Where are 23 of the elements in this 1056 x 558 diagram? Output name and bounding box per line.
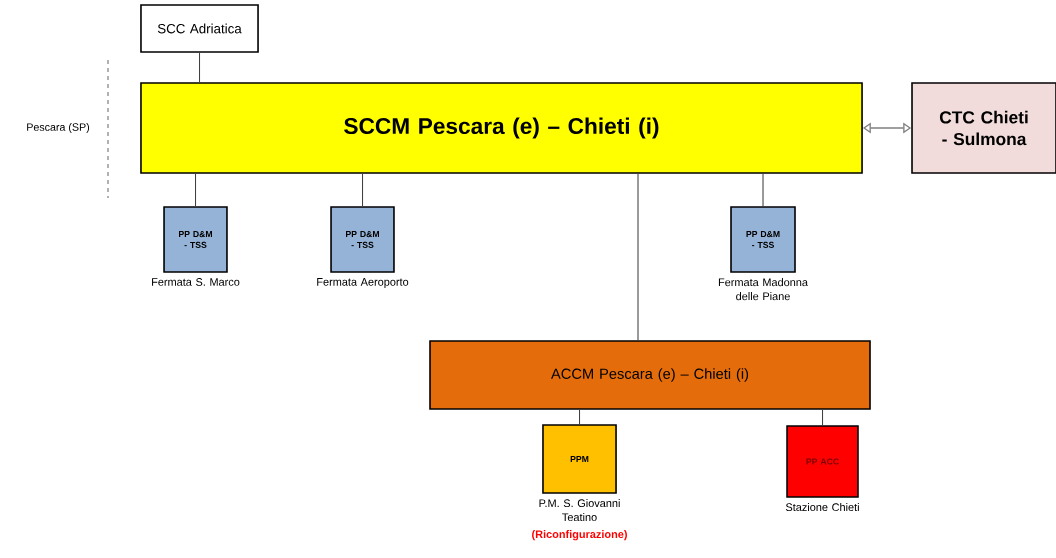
- connector-line: [198, 52, 201, 83]
- connector-line: [762, 173, 764, 207]
- note-text: (Riconfigurazione): [532, 530, 627, 541]
- connector-line: [194, 173, 197, 207]
- station-label: Fermata Madonna delle Piane: [718, 278, 808, 301]
- region-label: Pescara (SP): [27, 123, 90, 133]
- process-box: SCCM Pescara (e) – Chieti (i): [140, 82, 863, 174]
- device-box: PP D&M - TSS: [163, 206, 228, 273]
- connector-line: [821, 409, 824, 426]
- connector-line: [637, 173, 639, 341]
- connector-line: [578, 409, 581, 425]
- process-box: ACCM Pescara (e) – Chieti (i): [429, 340, 871, 410]
- station-label: P.M. S. Giovanni Teatino: [539, 499, 620, 522]
- station-label: Fermata Aeroporto: [317, 278, 409, 288]
- process-box: CTC Chieti - Sulmona: [911, 82, 1056, 174]
- device-box: PP D&M - TSS: [330, 206, 395, 273]
- device-box: PP ACC: [786, 425, 859, 498]
- station-label: Fermata S. Marco: [152, 278, 240, 286]
- device-box: PP D&M - TSS: [730, 206, 796, 273]
- connector-line: [361, 173, 364, 207]
- device-box: PPM: [542, 424, 617, 494]
- process-box: SCC Adriatica: [140, 4, 259, 53]
- station-label: Stazione Chieti: [785, 503, 859, 512]
